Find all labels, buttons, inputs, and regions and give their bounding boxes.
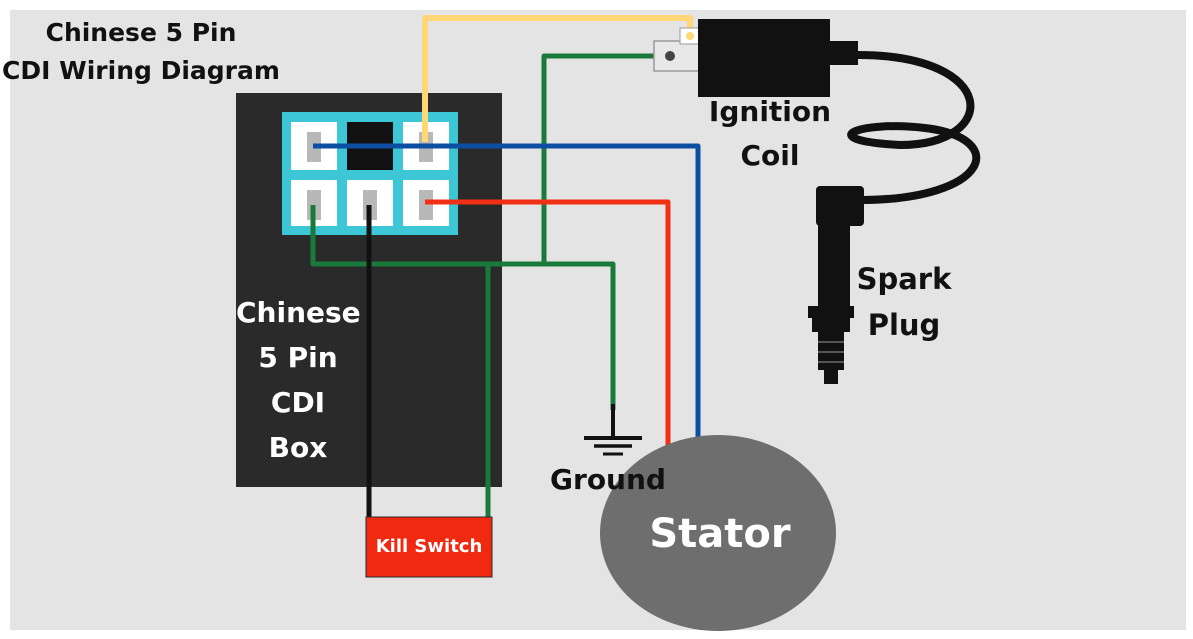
stator <box>600 435 836 631</box>
pin-contact <box>419 190 433 220</box>
green-wire-coil <box>541 53 664 262</box>
spark-plug-label: Spark Plug <box>846 256 962 348</box>
cdi-label-line: 5 Pin <box>258 341 338 374</box>
cdi-label-line: Box <box>268 431 328 464</box>
cdi-box-label: Chinese 5 Pin CDI Box <box>236 290 361 470</box>
spark-plug <box>808 186 864 384</box>
kill-switch-label: Kill Switch <box>375 536 483 557</box>
stator-label: Stator <box>649 511 791 557</box>
ignition-coil <box>653 19 858 97</box>
kill-switch-box <box>365 516 493 578</box>
ignition-coil-label: Ignition Coil <box>700 90 840 178</box>
blue-wire <box>313 143 701 440</box>
green-wire-ground <box>310 205 616 410</box>
ground-label: Ground <box>550 463 666 496</box>
yellow-wire <box>422 15 693 142</box>
diagram-title: Chinese 5 Pin CDI Wiring Diagram <box>0 14 282 90</box>
red-wire <box>425 199 671 446</box>
plug-label-line: Spark <box>856 262 952 296</box>
background-panel <box>10 10 1186 630</box>
plug-label-line: Plug <box>867 308 941 342</box>
coil-label-line: Coil <box>740 139 800 172</box>
cdi-label-line: CDI <box>270 386 326 419</box>
ground-symbol <box>584 404 642 456</box>
spark-plug-lead <box>847 51 981 204</box>
coil-label-line: Ignition <box>708 95 832 128</box>
title-line: CDI Wiring Diagram <box>2 56 280 85</box>
cdi-label-line: Chinese <box>236 296 361 329</box>
title-line: Chinese 5 Pin <box>45 18 237 47</box>
